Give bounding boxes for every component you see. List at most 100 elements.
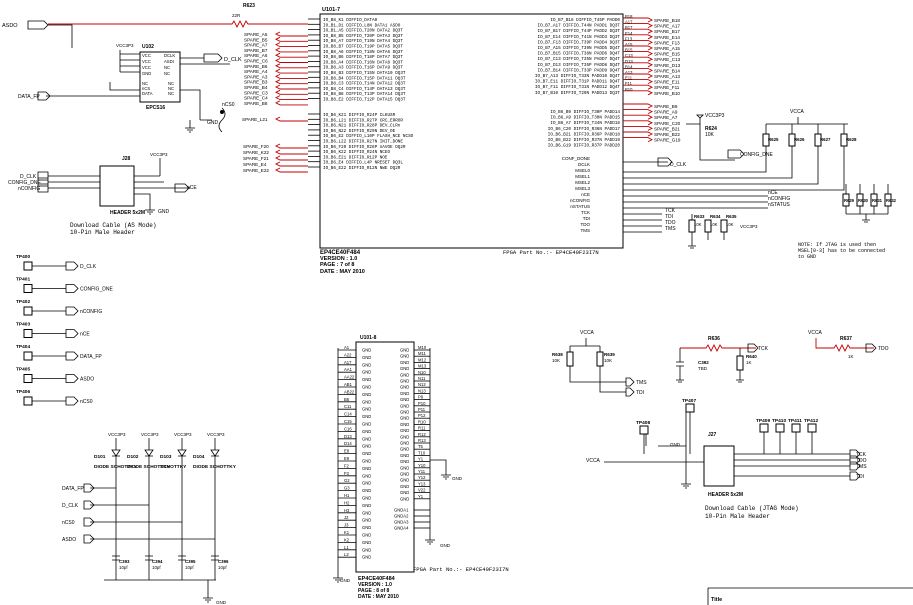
spare-net-label: SPARE_B5: [244, 37, 268, 42]
gnd-pin-number: AB22: [344, 389, 355, 394]
spare-arrow: [623, 23, 654, 29]
fpga-left-pin-label: IO_B6_N21 DIFFIO_R28P DEV_CLRn: [323, 124, 401, 129]
spare-arrow: [623, 73, 654, 79]
spare-arrow: [274, 116, 308, 122]
fpga-right-pin-label: IO_B6_B9 DIFFIO_T30P PADD14: [550, 110, 620, 115]
diode-label: SCHOTTKY: [160, 464, 187, 470]
gnd-pin-number: M13: [418, 364, 427, 369]
gnd-pin-number: P12: [418, 413, 426, 418]
svg-text:nSTATUS: nSTATUS: [768, 202, 790, 208]
j28-as-header: J28 HEADER 5x2M Download Cable (AS Mode)…: [8, 152, 197, 236]
gnd-pin-label: GND: [400, 410, 409, 415]
diode-symbol: [177, 449, 187, 457]
fpga-right-pin-label: IO_B7_A17 DIFFIO_T44N PADD1 DQ3T: [537, 24, 620, 29]
spare-net-label: SPARE_D13: [654, 63, 681, 68]
gnd-pin-label: GND: [362, 466, 371, 471]
config-pin-label: MSEL2: [575, 180, 590, 185]
spare-net-label: SPARE_E4: [243, 162, 267, 167]
jtag-lower-circuit: VCCA R638 10K R639 10K TMS TDI R636 TCK …: [552, 330, 889, 520]
diode-net-label: ASDO: [62, 537, 76, 543]
gnd-pin-number: AB1: [344, 382, 353, 387]
gnd-pin-label: GND: [362, 459, 371, 464]
gnd-pin-label: GND: [400, 360, 409, 365]
fpga-left-pin-label: IO_B6_E22 DIFFIO_R12N NWE DQ2R: [323, 166, 401, 171]
gnd-pin-label: GND: [362, 510, 371, 515]
epcs-pin-label: ASDI: [164, 59, 174, 64]
gnd-pin-label: GND: [400, 490, 409, 495]
svg-text:TDO: TDO: [878, 346, 889, 352]
svg-text:U101-8: U101-8: [360, 335, 377, 341]
test-point-net: DATA_FP: [80, 354, 102, 360]
svg-text:C392: C392: [698, 360, 709, 365]
pin-number: D13: [625, 59, 633, 64]
resistor-value: 10K: [694, 222, 702, 227]
gnd-pin-number: J2: [344, 515, 349, 520]
svg-text:CONFIG_DNE: CONFIG_DNE: [8, 180, 41, 186]
svg-text:R640: R640: [746, 354, 757, 359]
gnd-pin-label: GND: [400, 354, 409, 359]
gnd-pin-label: GND: [400, 478, 409, 483]
diode-net-label: D_CLK: [62, 503, 79, 509]
cap-ref: C395: [185, 559, 196, 564]
svg-text:TBD: TBD: [698, 366, 708, 371]
config-pin-label: DCLK: [578, 162, 590, 167]
spare-arrow: [274, 143, 308, 149]
epcs-pin-label: DATA: [142, 91, 153, 96]
svg-text:R638: R638: [552, 352, 563, 357]
spare-net-label: SPARE_E22: [243, 168, 269, 173]
fpga-left-pin-label: IO_B6_L22 DIFFIO_R27N INIT_DONE: [323, 140, 403, 145]
spare-net-label: SPARE_B10: [654, 91, 680, 96]
jtag-resistor-ref: R633: [694, 214, 705, 219]
capacitor-symbol: [178, 555, 186, 561]
gnd-pin-number: G3: [344, 486, 350, 491]
spare-net-label: SPARE_F20: [243, 144, 269, 149]
jtag-test-point-ref: TP408: [636, 420, 650, 426]
gnd-pin-label: GND: [362, 385, 371, 390]
svg-text:D_CLK: D_CLK: [670, 162, 687, 168]
svg-text:to GND: to GND: [798, 254, 816, 260]
jtag-test-point-ref: TP412: [804, 418, 818, 424]
test-point-pad: [23, 329, 33, 338]
gnd-pin-label: GND: [362, 503, 371, 508]
svg-text:TDO: TDO: [665, 220, 676, 226]
gnd-pin-number: N11: [418, 376, 426, 381]
resistor-value: 10K: [710, 222, 718, 227]
svg-text:TCK: TCK: [856, 452, 867, 458]
gnd-pin-label: GND: [362, 370, 371, 375]
diode-supply: VCC3P3: [174, 432, 192, 437]
spare-net-label: SPARE_F13: [654, 40, 680, 45]
gnd-pin-number: H3: [344, 508, 350, 513]
svg-text:10K: 10K: [552, 358, 560, 363]
diode-label: DIODE SCHOTTKY: [94, 464, 138, 470]
gnd-pin-number: R13: [418, 438, 426, 443]
svg-text:TCK: TCK: [665, 208, 676, 214]
spare-net-label: SPARE_B14: [654, 68, 680, 73]
spare-net-label: SPARE_L21: [242, 117, 268, 122]
svg-text:DATE : MAY 2010: DATE : MAY 2010: [358, 594, 399, 600]
test-point-pad: [23, 306, 33, 316]
test-point-ref: TP404: [16, 344, 30, 350]
gnd-pin-number: P9: [418, 395, 424, 400]
cap-value: 10pf: [119, 565, 128, 570]
title-block: Title: [707, 587, 913, 605]
fpga-right-pin-label: IO_B6_B21 DIFFIO_R36P PADD18: [548, 132, 621, 137]
svg-text:D_CLK: D_CLK: [224, 57, 242, 63]
pullup-resistor-ref: R627: [820, 137, 831, 142]
gnd-pin-number: D13: [344, 434, 352, 439]
gnd-pin-label: GND: [362, 362, 371, 367]
gnd-pin-number: C16: [344, 426, 352, 431]
epcs-pin-label: VCC: [142, 53, 151, 58]
fpga-left-pin-label: IO_B6_K22 DIFFIO_R24N NCEO: [323, 150, 390, 155]
svg-text:FPGA Part No.:- EP4CE40F23I7N: FPGA Part No.:- EP4CE40F23I7N: [413, 566, 509, 573]
spare-arrow: [274, 58, 308, 63]
svg-text:ASDO: ASDO: [2, 23, 18, 29]
gnd-pin-label: GND: [362, 525, 371, 530]
svg-text:R624: R624: [705, 126, 717, 132]
gnd-pin-number: D14: [344, 441, 352, 446]
test-point-ref: TP406: [16, 389, 30, 395]
diode-supply: VCC3P3: [207, 432, 225, 437]
spare-arrow: [623, 45, 654, 51]
gnd-pin-number: E9: [344, 456, 350, 461]
